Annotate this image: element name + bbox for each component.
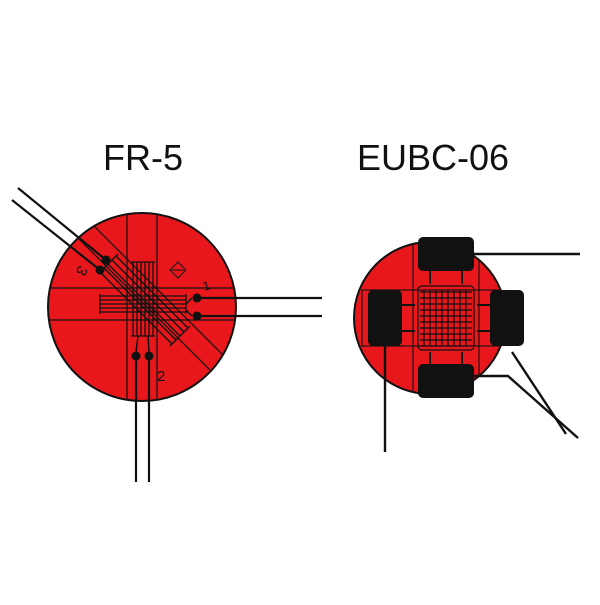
fr5-substrate-disc [47,212,237,402]
fr5-orientation-mark [169,261,187,279]
fr5-grid-vertical [131,261,155,337]
fr5-title: FR-5 [103,137,183,178]
fr5-lead-wires [11,187,322,482]
fr5-terminal-label-2: 2 [157,368,165,385]
eubc06-solder-pads [368,237,524,398]
fr5-terminal-label-1: 1 [201,278,212,294]
eubc06-title: EUBC-06 [357,137,510,178]
fr5-sensor: 1 2 3 [11,187,322,482]
eubc06-lead-wires [383,252,580,452]
fr5-pad-traces [135,297,193,353]
eubc06-pad-traces [402,271,490,364]
eubc06-sensor [353,237,580,452]
eubc06-central-grid [417,285,475,351]
